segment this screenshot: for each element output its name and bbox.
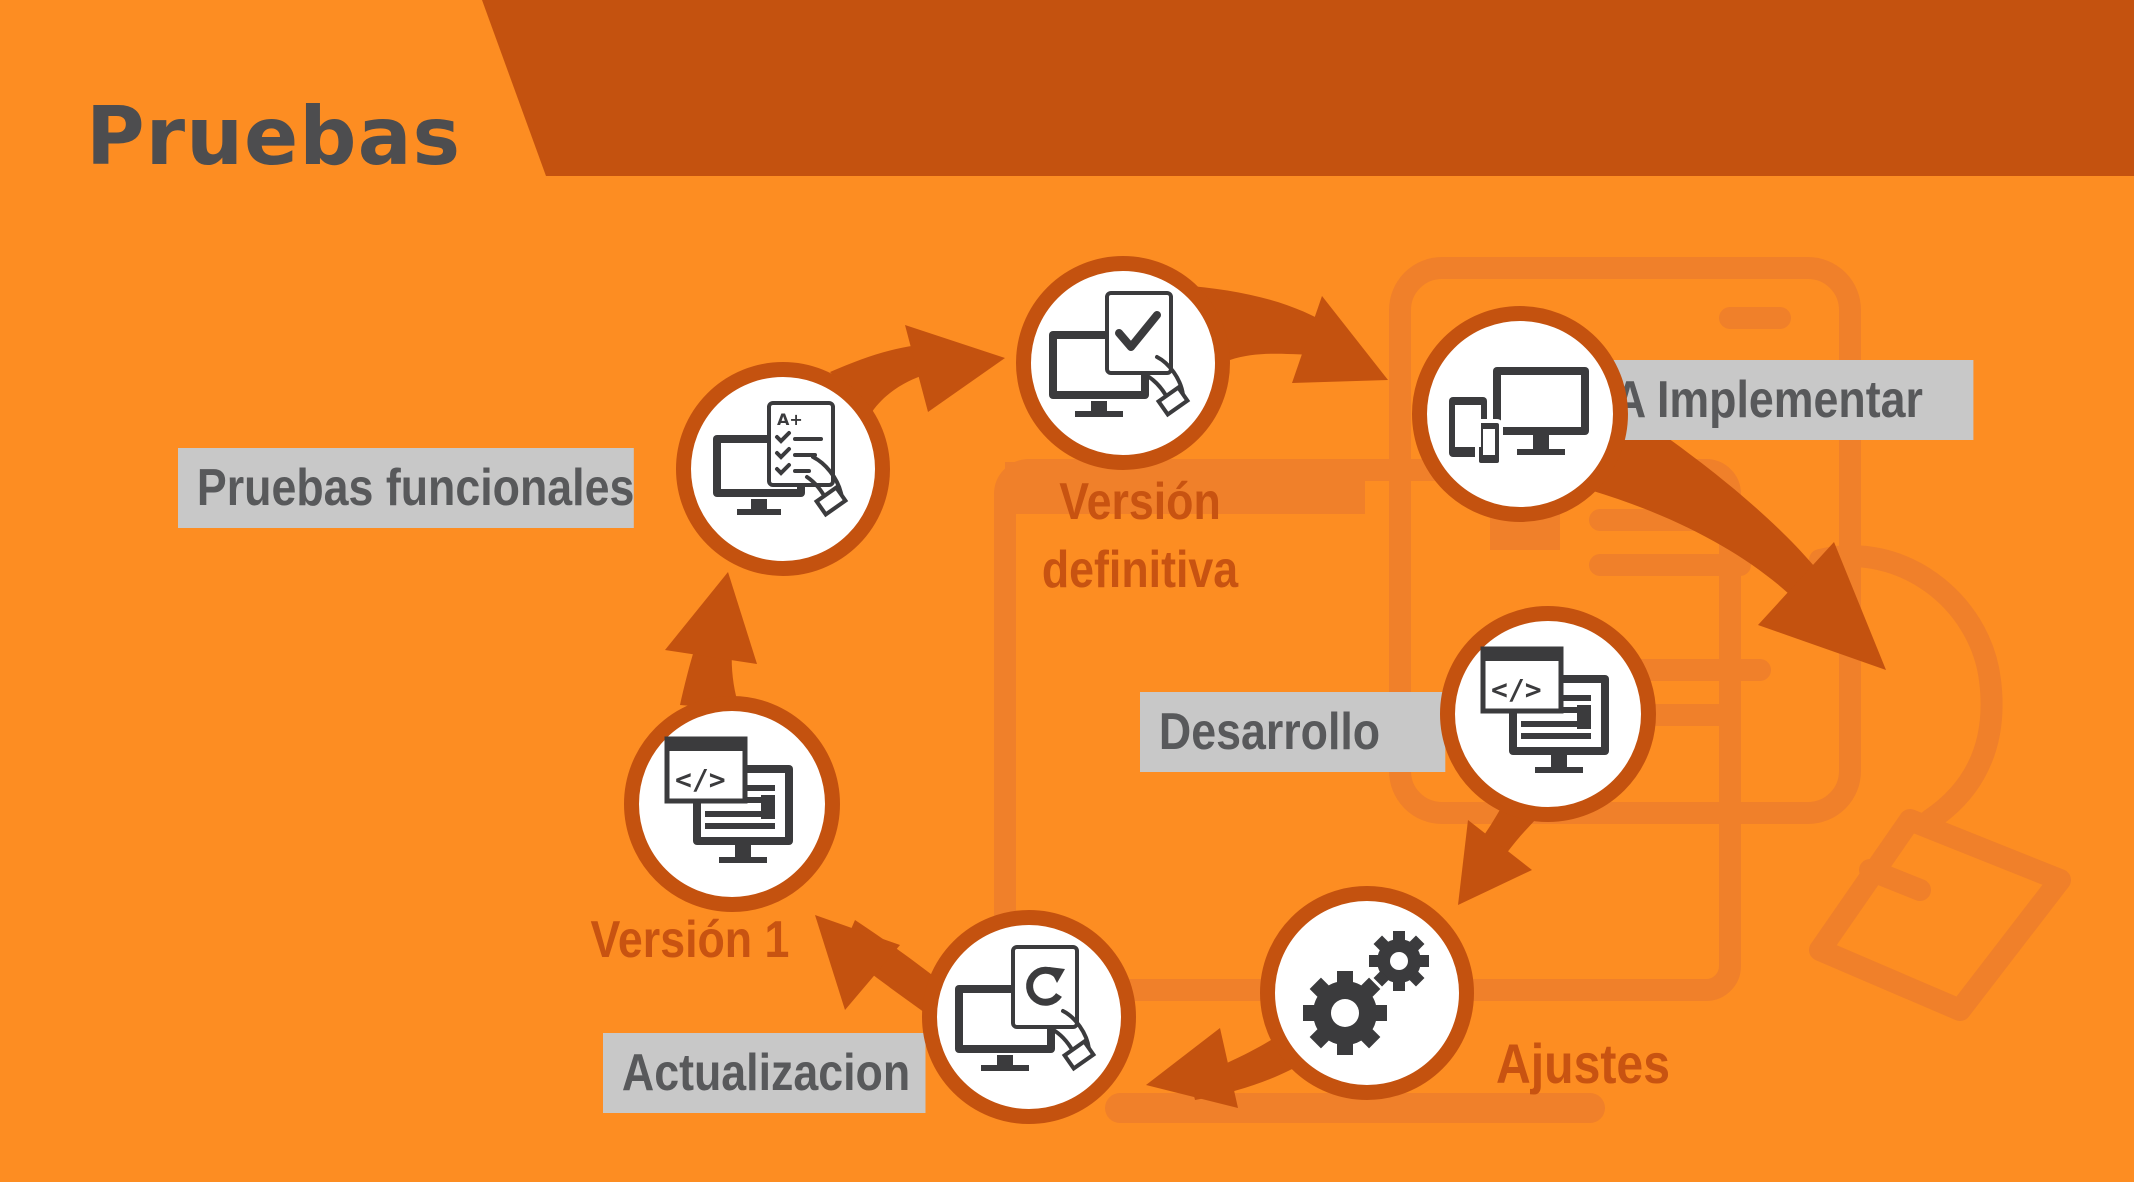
- code-window-monitor-icon: </>: [664, 736, 793, 863]
- node-version-1: </>: [624, 696, 840, 912]
- svg-text:A+: A+: [777, 410, 803, 429]
- arrow-actualizacion-to-version1: [815, 915, 936, 1020]
- code-window-monitor-icon: </>: [1480, 646, 1609, 773]
- svg-text:</>: </>: [675, 763, 726, 796]
- node-version-definitiva: [1016, 256, 1230, 470]
- label-a-implementar: A Implementar: [1595, 360, 1974, 440]
- header-band: [482, 0, 2134, 176]
- label-version-definitiva-line1: Versión: [1059, 473, 1221, 531]
- node-actualizacion: [922, 910, 1136, 1124]
- label-version-1: Versión 1: [590, 911, 790, 969]
- gears-icon: [1303, 931, 1429, 1055]
- monitor-refresh-document-icon: [955, 945, 1097, 1072]
- label-actualizacion: Actualizacion: [603, 1033, 926, 1113]
- arrow-implementar-to-desarrollo: [1590, 395, 1886, 670]
- monitor-graded-test-icon: A+: [713, 401, 849, 518]
- arrow-version1-to-pruebas: [665, 572, 757, 710]
- node-a-implementar: [1412, 306, 1628, 522]
- label-desarrollo: Desarrollo: [1140, 692, 1446, 772]
- label-version-definitiva: Versión definitiva: [1037, 468, 1243, 604]
- svg-text:</>: </>: [1491, 673, 1542, 706]
- page-title: Pruebas: [86, 90, 462, 183]
- monitor-checkmark-document-icon: [1049, 291, 1191, 418]
- label-version-definitiva-line2: definitiva: [1041, 541, 1239, 599]
- multi-device-icon: [1449, 367, 1589, 467]
- node-ajustes: [1260, 886, 1474, 1100]
- label-ajustes: Ajustes: [1496, 1032, 1670, 1095]
- node-pruebas-funcionales: A+: [676, 362, 890, 576]
- node-desarrollo: </>: [1440, 606, 1656, 822]
- label-pruebas-funcionales: Pruebas funcionales: [178, 448, 634, 528]
